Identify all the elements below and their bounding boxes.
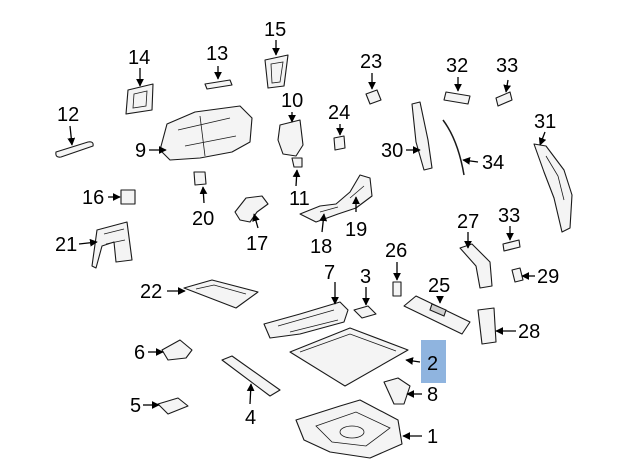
highlight-box — [421, 340, 446, 383]
callout-28: 28 — [518, 321, 540, 343]
leader-18 — [319, 213, 328, 233]
leader-20 — [199, 186, 208, 204]
part-14-shape — [125, 83, 154, 115]
part-34-shape — [442, 119, 465, 176]
callout-31: 31 — [534, 111, 556, 133]
callout-2: 2 — [427, 353, 438, 375]
callout-5: 5 — [130, 395, 141, 417]
part-2-shape — [289, 327, 409, 387]
callout-20: 20 — [192, 208, 214, 230]
callout-17: 17 — [246, 233, 268, 255]
part-32-shape — [443, 91, 471, 105]
part-11-shape — [291, 157, 303, 168]
part-31-shape — [533, 143, 573, 233]
leader-34 — [462, 157, 479, 165]
leader-31 — [538, 131, 547, 146]
callout-7: 7 — [324, 262, 335, 284]
part-23-shape — [365, 89, 382, 105]
callout-25: 25 — [428, 275, 450, 297]
part-7-shape — [263, 301, 349, 339]
part-30-shape — [411, 101, 433, 171]
part-6-shape — [161, 339, 193, 361]
part-33-top-shape — [495, 91, 513, 107]
part-29-shape — [511, 267, 524, 283]
part-26-shape — [392, 281, 402, 297]
callout-3: 3 — [360, 266, 371, 288]
part-33-low-shape — [502, 239, 521, 252]
callout-8: 8 — [427, 384, 438, 406]
callout-14: 14 — [128, 47, 150, 69]
callout-26: 26 — [385, 240, 407, 262]
leader-11 — [292, 169, 301, 187]
part-22-shape — [183, 279, 259, 309]
part-17-shape — [234, 195, 269, 223]
part-20-shape — [193, 171, 207, 186]
part-27-shape — [459, 243, 493, 289]
part-15-shape — [264, 54, 289, 89]
part-25-shape — [403, 295, 471, 335]
part-5-shape — [157, 397, 189, 415]
part-9-shape — [159, 105, 253, 161]
callout-19: 19 — [345, 219, 367, 241]
part-8-shape — [383, 377, 411, 405]
callout-34: 34 — [482, 152, 504, 174]
callout-33-top: 33 — [496, 55, 518, 77]
leader-21 — [78, 238, 98, 247]
part-16-shape — [120, 189, 136, 205]
callout-6: 6 — [134, 342, 145, 364]
callout-21: 21 — [55, 234, 77, 256]
part-18-shape — [299, 174, 373, 223]
part-13-shape — [204, 79, 233, 90]
part-12-shape — [55, 141, 94, 158]
callout-11: 11 — [289, 188, 310, 210]
callout-9: 9 — [135, 140, 146, 162]
callout-18: 18 — [310, 236, 332, 258]
callout-32: 32 — [446, 55, 468, 77]
callout-23: 23 — [360, 51, 382, 73]
callout-30: 30 — [381, 140, 403, 162]
part-3-shape — [353, 305, 377, 319]
part-1-shape — [295, 399, 403, 459]
leader-4 — [246, 383, 255, 405]
part-24-shape — [333, 135, 346, 151]
callout-29: 29 — [537, 266, 559, 288]
callout-15: 15 — [264, 19, 286, 41]
part-21-shape — [91, 221, 133, 269]
callout-12: 12 — [57, 104, 79, 126]
callout-33-low: 33 — [498, 205, 520, 227]
callout-4: 4 — [245, 407, 256, 429]
leader-33-top — [503, 79, 512, 93]
callout-22: 22 — [140, 281, 162, 303]
leader-17 — [252, 213, 260, 229]
callout-16: 16 — [82, 187, 104, 209]
callout-10: 10 — [281, 90, 303, 112]
leader-2 — [405, 357, 421, 365]
callout-27: 27 — [457, 211, 479, 233]
callout-24: 24 — [328, 102, 350, 124]
part-28-shape — [477, 307, 497, 345]
callout-1: 1 — [427, 426, 438, 448]
part-10-shape — [277, 119, 304, 157]
callout-13: 13 — [206, 43, 228, 65]
leader-12 — [67, 125, 76, 146]
